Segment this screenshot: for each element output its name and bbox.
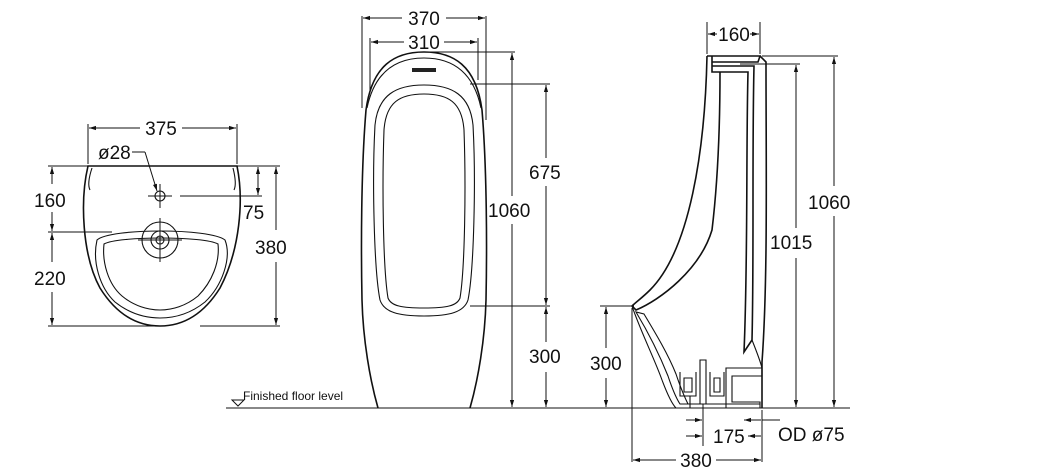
floor-level-label: Finished floor level <box>243 389 343 403</box>
dim-front-300: 300 <box>529 347 561 368</box>
side-view-dimensions: 160 1060 1015 300 175 OD ø75 380 <box>590 25 850 472</box>
dim-front-310: 310 <box>408 33 440 54</box>
dim-top-75: 75 <box>243 203 264 224</box>
dim-side-380: 380 <box>680 451 712 472</box>
dim-front-370: 370 <box>408 9 440 30</box>
top-view <box>48 124 280 327</box>
brand-logo <box>412 68 436 72</box>
dim-front-1060: 1060 <box>488 201 530 222</box>
front-view <box>360 16 550 409</box>
dim-top-160: 160 <box>34 191 66 212</box>
dim-outlet-diameter: ø28 <box>98 143 131 164</box>
top-view-dimensions: 375 ø28 160 220 75 380 <box>34 119 287 325</box>
dim-top-width: 375 <box>145 119 177 140</box>
dim-front-675: 675 <box>529 163 561 184</box>
dim-top-220: 220 <box>34 269 66 290</box>
front-view-dimensions: 370 310 1060 675 300 <box>363 9 561 407</box>
dim-top-380: 380 <box>255 238 287 259</box>
dim-side-175: 175 <box>713 427 745 448</box>
dim-side-od: OD ø75 <box>778 425 845 446</box>
side-view <box>600 22 838 462</box>
dim-side-1060: 1060 <box>808 193 850 214</box>
dim-side-300: 300 <box>590 354 622 375</box>
dim-side-160: 160 <box>718 25 750 46</box>
floor-line: Finished floor level <box>226 389 850 409</box>
dim-side-1015: 1015 <box>770 233 812 254</box>
